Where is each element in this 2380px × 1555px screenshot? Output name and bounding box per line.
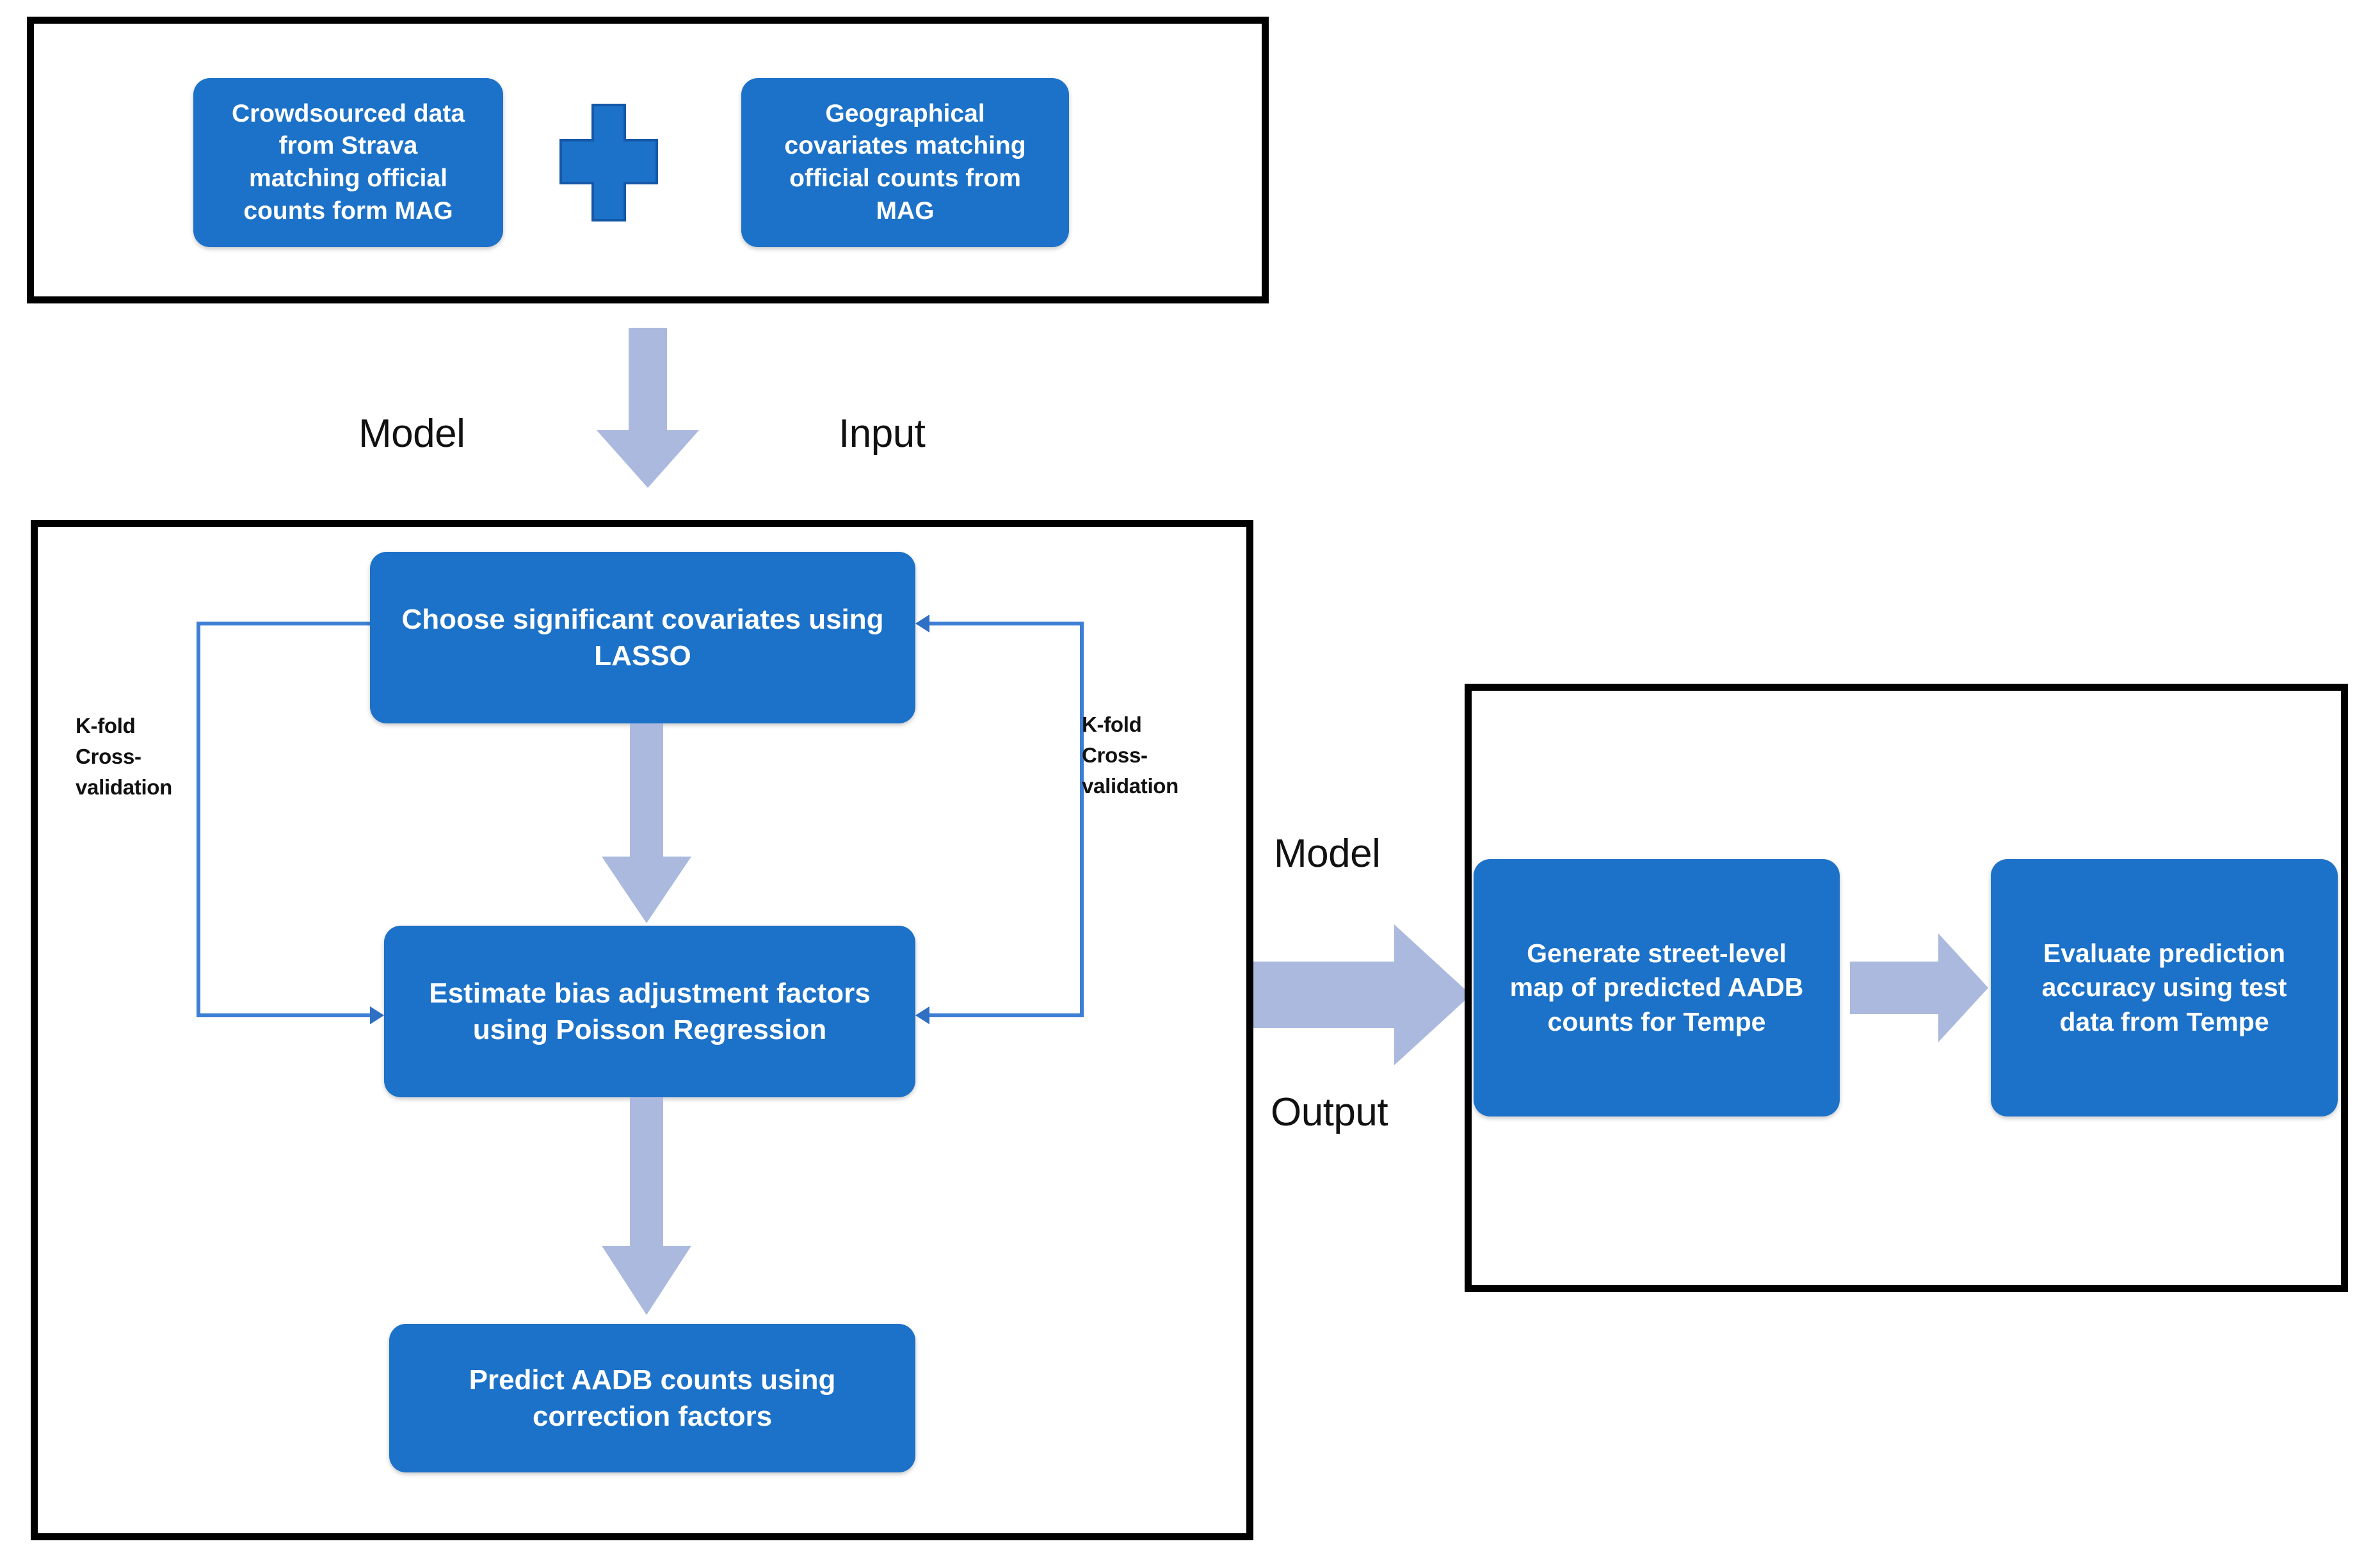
box-crowdsourced-data[interactable]: Crowdsourced data from Strava matching o…	[193, 78, 503, 247]
kfold-left-label: K-fold Cross- validation	[76, 714, 173, 799]
box-predict-aadb-counts[interactable]: Predict AADB counts using correction fac…	[389, 1324, 915, 1472]
box-geographical-covariates[interactable]: Geographical covariates matching officia…	[741, 78, 1069, 247]
label-model-output-bottom: Output	[1271, 1090, 1388, 1134]
poisson-to-predict-arrow	[602, 1097, 691, 1315]
box-generate-street-level-map[interactable]: Generate street-level map of predicted A…	[1474, 859, 1840, 1116]
map-to-evaluate-arrow	[1850, 933, 1988, 1042]
kfold-right-label: K-fold Cross- validation	[1082, 713, 1179, 798]
box-evaluate-prediction-accuracy[interactable]: Evaluate prediction accuracy using test …	[1991, 859, 2338, 1116]
label-model-input-left: Model	[358, 412, 465, 456]
box-estimate-bias-poisson[interactable]: Estimate bias adjustment factors using P…	[384, 926, 915, 1097]
label-model-output-top: Model	[1274, 832, 1381, 876]
kfold-left-connector	[197, 615, 384, 1024]
model-to-output-arrow	[1253, 924, 1471, 1065]
kfold-right-connector	[915, 615, 1084, 1024]
box-choose-covariates-lasso[interactable]: Choose significant covariates using LASS…	[370, 552, 915, 723]
plus-operator-icon	[559, 104, 658, 222]
lasso-to-poisson-arrow	[602, 723, 691, 923]
input-to-model-arrow	[597, 328, 699, 488]
label-model-input-right: Input	[839, 412, 926, 456]
